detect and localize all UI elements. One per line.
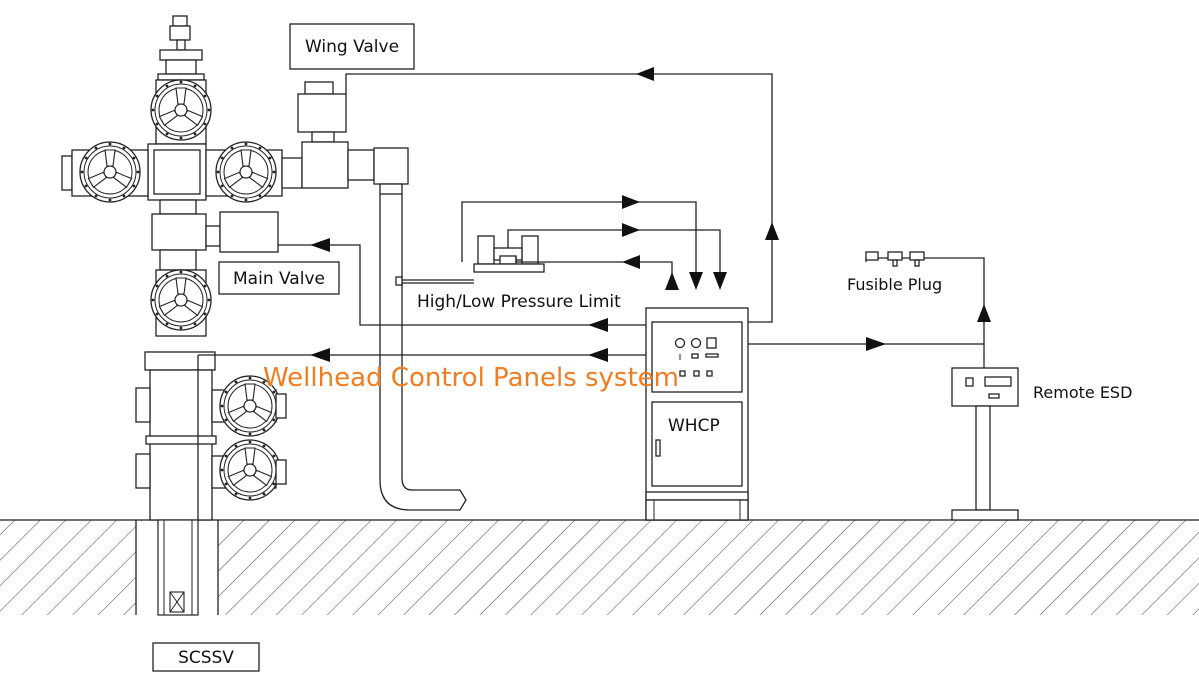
arrow-head-icon — [765, 222, 779, 240]
svg-text:Wing Valve: Wing Valve — [305, 37, 399, 57]
arrow-head-icon — [310, 348, 330, 362]
arrow-head-icon — [977, 304, 991, 322]
main-valve-actuator — [205, 211, 279, 253]
handwheel-icon — [79, 141, 141, 203]
arrow-head-icon — [310, 238, 330, 252]
flow-arrows — [310, 67, 991, 362]
pressure-limit-device — [395, 235, 545, 286]
arrow-head-icon — [622, 255, 640, 269]
gauge-icon — [674, 337, 686, 349]
svg-text:SCSSV: SCSSV — [178, 648, 234, 668]
svg-text:Main Valve: Main Valve — [233, 269, 325, 289]
handwheel-icon — [150, 79, 212, 141]
arrow-head-icon — [636, 67, 654, 81]
remote-esd — [951, 367, 1019, 521]
whcp-cabinet — [645, 307, 749, 521]
label-fusible-plug: Fusible Plug — [847, 275, 942, 294]
arrow-head-icon — [588, 318, 608, 332]
arrow-head-icon — [588, 348, 608, 362]
arrow-head-icon — [665, 272, 679, 290]
arrow-head-icon — [713, 272, 727, 290]
label-pressure-limit: High/Low Pressure Limit — [417, 292, 621, 312]
arrow-head-icon — [622, 195, 640, 209]
handwheel-icon — [219, 439, 281, 501]
label-whcp: WHCP — [668, 416, 720, 436]
arrow-head-icon — [866, 337, 886, 351]
fusible-plug — [865, 251, 925, 267]
gauge-icon — [690, 337, 702, 349]
label-remote-esd: Remote ESD — [1033, 383, 1132, 402]
arrow-head-icon — [622, 223, 640, 237]
arrow-head-icon — [689, 272, 703, 290]
handwheel-icon — [150, 269, 212, 331]
label-wing-valve: Wing Valve — [289, 23, 415, 70]
handwheel-icon — [215, 141, 277, 203]
label-main-valve: Main Valve — [218, 261, 340, 295]
ground — [0, 519, 1199, 621]
gauge-icon — [706, 337, 717, 349]
overlay-title: Wellhead Control Panels system — [263, 363, 679, 393]
label-scssv: SCSSV — [152, 642, 260, 672]
wellhead-tree — [61, 15, 303, 616]
wing-valve-actuator — [297, 81, 467, 511]
